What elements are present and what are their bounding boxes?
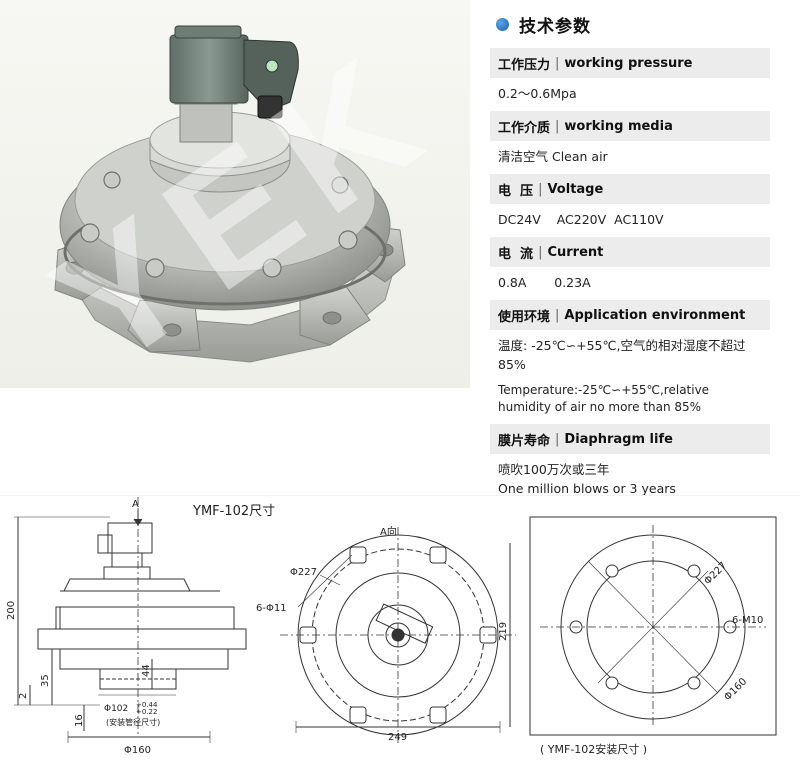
spec-label-diaphragm: 膜片寿命|Diaphragm life [490, 424, 770, 454]
spec-label-current: 电 流|Current [490, 237, 770, 267]
pipe-tol-lower: +0.22 [136, 708, 157, 716]
top-dim-227: Φ227 [290, 567, 317, 578]
dim-height-200: 200 [6, 601, 17, 620]
dim-base-160: Φ160 [124, 745, 151, 756]
pipe-note: (安装管径尺寸) [106, 717, 160, 727]
pipe-tol-upper: +0.44 [136, 701, 158, 709]
product-photo: YEK [0, 0, 470, 388]
mount-dim-thread: 6-M10 [732, 615, 763, 626]
dim-44: 44 [141, 664, 152, 677]
top-dim-holes: 6-Φ11 [256, 603, 287, 614]
side-view-title: YMF-102尺寸 [192, 504, 275, 519]
spec-label-environment: 使用环境|Application environment [490, 300, 770, 330]
dim-16: 16 [74, 714, 85, 727]
spec-label-voltage: 电 压|Voltage [490, 174, 770, 204]
spec-value-environment-en: Temperature:-25℃∽+55℃,relative humidity … [498, 383, 710, 414]
spec-label-media: 工作介质|working media [490, 111, 770, 141]
specs-heading: 技术参数 [496, 8, 770, 40]
pulse-valve-image [54, 25, 406, 363]
spec-value-pressure: 0.2～0.6Mpa [498, 86, 577, 101]
spec-value-diaphragm-en: One million blows or 3 years [498, 481, 676, 496]
dim-35: 35 [40, 674, 51, 687]
spec-label-pressure: 工作压力|working pressure [490, 48, 770, 78]
mount-dim-160: Φ160 [722, 676, 749, 703]
dim-2: 2 [18, 693, 29, 699]
technical-specs: 技术参数 工作压力|working pressure 0.2～0.6Mpa 工作… [490, 8, 770, 498]
mount-view-drawing: Φ227 6-M10 Φ160 ( YMF-102安装尺寸 ) [529, 516, 777, 756]
spec-value-media: 清洁空气 Clean air [498, 149, 608, 164]
top-dim-219: 219 [498, 622, 509, 641]
spec-value-environment: 温度: -25℃∽+55℃,空气的相对湿度不超过85% [498, 338, 746, 372]
spec-value-diaphragm: 喷吹100万次或三年 [498, 462, 610, 477]
pipe-dim: Φ102 [104, 704, 128, 714]
top-dim-249: 249 [388, 732, 407, 743]
mount-caption: ( YMF-102安装尺寸 ) [540, 742, 647, 756]
spec-value-current: 0.8A 0.23A [498, 275, 591, 290]
technical-drawings: YMF-102尺寸 A 200 35 2 44 [0, 495, 800, 756]
side-view-drawing: YMF-102尺寸 A 200 35 2 44 [6, 497, 275, 756]
top-view-drawing: A向 Φ227 6-Φ11 219 249 [256, 525, 516, 743]
spec-value-voltage: DC24V AC220V AC110V [498, 212, 664, 227]
mount-dim-227: Φ227 [702, 560, 729, 587]
arrow-label: A [132, 499, 139, 510]
bullet-icon [496, 17, 509, 31]
